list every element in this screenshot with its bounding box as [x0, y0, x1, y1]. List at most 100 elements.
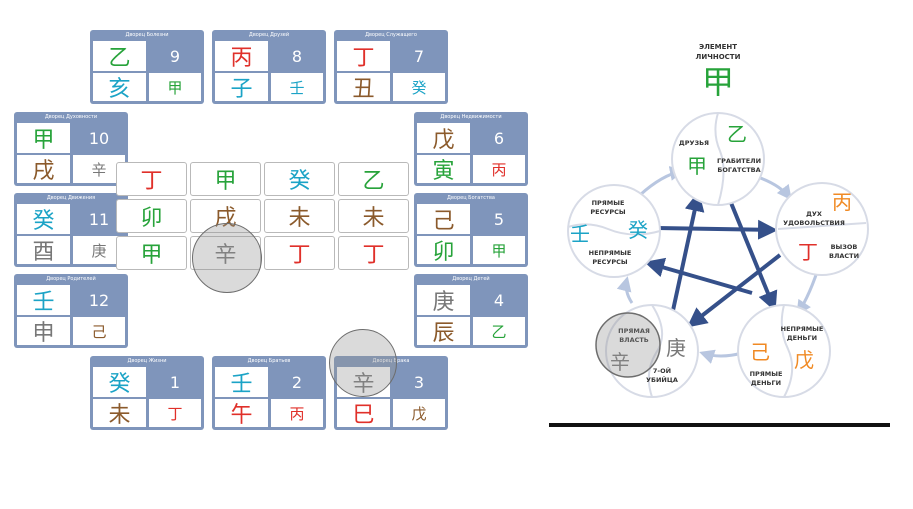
heavenly-stem: 丁 [337, 41, 390, 71]
arrow-fire-metal [686, 253, 782, 328]
palace-title: Дворец Недвижимости [440, 114, 502, 120]
earthly-branch: 未 [93, 399, 146, 428]
hidden-stem: 癸 [393, 73, 445, 101]
pillar-cell: 丁 [264, 236, 335, 270]
palace-title: Дворец Жизни [127, 358, 167, 364]
earthly-branch: 寅 [417, 155, 470, 184]
heavenly-stem: 癸 [93, 367, 146, 397]
palace-number: 2 [291, 372, 303, 392]
hidden-stem: 戊 [393, 399, 445, 427]
personality-char: 甲 [702, 63, 734, 101]
hidden-stem: 丙 [271, 399, 323, 427]
earthly-branch: 巳 [337, 399, 390, 428]
metal-circle: ПРЯМАЯ ВЛАСТЬ 辛 庚 7-ОЙ УБИЙЦА [605, 304, 699, 398]
metal-right-char: 庚 [666, 336, 686, 360]
earth-left-char: 己 [750, 340, 770, 364]
palace-number: 5 [493, 209, 505, 229]
pillar-cell: 甲 [116, 236, 187, 270]
pillar-cell: 丁 [338, 236, 409, 270]
hidden-stem: 壬 [271, 73, 323, 101]
hidden-stem: 己 [73, 317, 125, 345]
fire-bottom-label-2: ВЛАСТИ [829, 252, 859, 260]
pillar-cell: 卯 [116, 199, 187, 233]
water-right-char: 癸 [628, 218, 648, 242]
palace-number: 7 [413, 46, 425, 66]
palace-title: Дворец Болезни [125, 32, 169, 38]
heavenly-stem: 癸 [17, 204, 70, 234]
palace-title: Дворец Духовности [44, 114, 98, 120]
fire-top-label-1: ДУХ [806, 210, 822, 218]
heavenly-stem: 庚 [417, 285, 470, 315]
fire-bottom-label-1: ВЫЗОВ [831, 243, 858, 251]
fire-top-label-2: УДОВОЛЬСТВИЯ [783, 219, 845, 227]
palace-title: Дворец Детей [452, 276, 490, 282]
wood-right-char: 乙 [727, 122, 747, 146]
earthly-branch: 亥 [93, 73, 146, 102]
palace-title: Дворец Богатства [447, 195, 495, 201]
water-circle: ПРЯМЫЕ РЕСУРСЫ 壬 癸 НЕПРЯМЫЕ РЕСУРСЫ [567, 184, 661, 278]
heavenly-stem: 壬 [215, 367, 268, 397]
highlight-circle-marriage [329, 329, 397, 397]
heavenly-stem: 乙 [93, 41, 146, 71]
underline-bar [549, 423, 890, 427]
earth-top-label-2: ДЕНЬГИ [787, 334, 817, 342]
arrow-wood-earth [725, 192, 778, 312]
water-left-char: 壬 [570, 222, 590, 246]
palace-title: Дворец Родителей [46, 276, 96, 282]
hidden-stem: 甲 [473, 236, 525, 264]
pillar-cell: 乙 [338, 162, 409, 196]
hidden-stem: 丙 [473, 155, 525, 183]
arrow-water-fire [656, 219, 778, 240]
earthly-branch: 申 [17, 317, 70, 346]
pillar-cell: 丁 [116, 162, 187, 196]
metal-left-char: 辛 [610, 350, 630, 374]
palace-number: 12 [88, 290, 110, 310]
pillar-cell: 癸 [264, 162, 335, 196]
wood-left-label: ДРУЗЬЯ [679, 139, 709, 147]
personality-label-2: ЛИЧНОСТИ [696, 53, 741, 61]
palace-number: 6 [493, 128, 505, 148]
palace-number: 1 [169, 372, 181, 392]
earthly-branch: 丑 [337, 73, 390, 102]
metal-right-label-1: 7-ОЙ [653, 366, 671, 375]
heavenly-stem: 己 [417, 204, 470, 234]
palace-number: 11 [88, 209, 110, 229]
fire-top-char: 丙 [832, 190, 852, 214]
wood-circle: ДРУЗЬЯ 甲 乙 ГРАБИТЕЛИ БОГАТСТВА [671, 112, 765, 206]
earth-right-char: 戊 [794, 348, 814, 372]
palace-number: 8 [291, 46, 303, 66]
earth-top-label-1: НЕПРЯМЫЕ [781, 325, 824, 333]
wood-right-label-1: ГРАБИТЕЛИ [717, 157, 761, 165]
earthly-branch: 酉 [17, 236, 70, 265]
fire-bottom-char: 丁 [798, 240, 818, 264]
heavenly-stem: 壬 [17, 285, 70, 315]
highlight-circle-center [192, 223, 262, 293]
metal-left-label-1: ПРЯМАЯ [618, 327, 650, 335]
earthly-branch: 卯 [417, 236, 470, 265]
arrow-metal-wood [670, 191, 705, 316]
palace-number: 3 [413, 372, 425, 392]
earthly-branch: 午 [215, 399, 268, 428]
palace-wealth: Дворец Богатства 己 5 卯甲 [414, 193, 528, 267]
five-elements-cycle: ЭЛЕМЕНТ ЛИЧНОСТИ 甲 ДРУЗЬЯ 甲 乙 ГРАБИТЕЛИ … [552, 33, 890, 423]
hidden-stem: 甲 [149, 73, 201, 101]
highlight-circle-metal [595, 312, 661, 378]
arrow-metal-water [616, 276, 634, 304]
palace-title: Дворец Братьев [247, 358, 291, 364]
palace-number: 10 [88, 128, 110, 148]
palace-siblings: Дворец Братьев 壬 2 午丙 [212, 356, 326, 430]
personality-label-1: ЭЛЕМЕНТ [699, 43, 737, 51]
earth-bottom-label-2: ДЕНЬГИ [751, 379, 781, 387]
water-top-label-2: РЕСУРСЫ [590, 208, 626, 216]
heavenly-stem: 甲 [17, 123, 70, 153]
fire-circle: 丙 ДУХ УДОВОЛЬСТВИЯ 丁 ВЫЗОВ ВЛАСТИ [775, 182, 869, 276]
water-bottom-label-2: РЕСУРСЫ [592, 258, 628, 266]
hidden-stem: 丁 [149, 399, 201, 427]
water-top-label-1: ПРЯМЫЕ [592, 199, 625, 207]
palace-life: Дворец Жизни 癸 1 未丁 [90, 356, 204, 430]
